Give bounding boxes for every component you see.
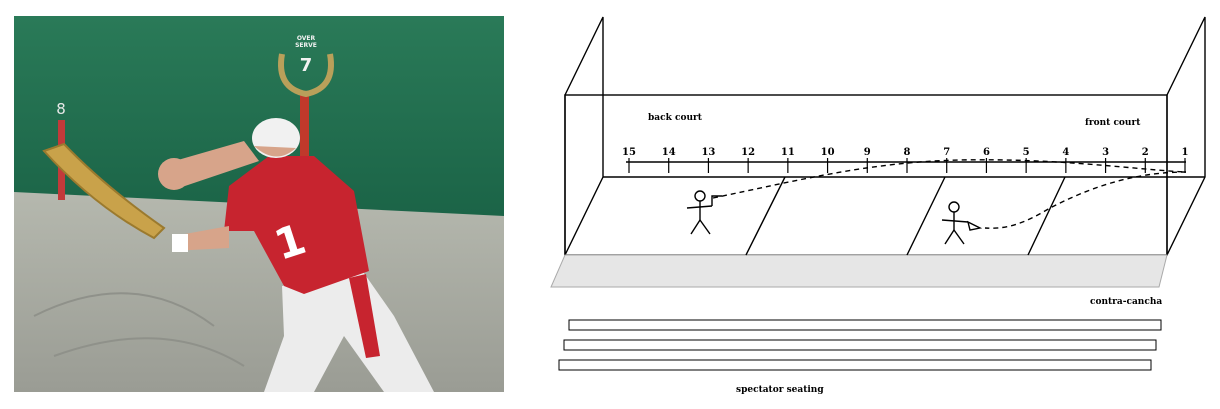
- court-number-label: 10: [821, 147, 835, 158]
- court-number-label: 7: [943, 147, 950, 158]
- court-number-label: 8: [904, 147, 911, 158]
- court-right-wall: [1166, 16, 1206, 256]
- court-number-label: 3: [1102, 147, 1109, 158]
- court-number-label: 9: [864, 147, 871, 158]
- court-number-label: 14: [662, 147, 676, 158]
- court-number-ticks: 15 14 13 12 11 10 9 8 7 6 5 4 3 2 1: [622, 147, 1188, 173]
- cesta: [42, 142, 166, 240]
- court-left-wall: [564, 16, 604, 256]
- serve-badge-sub-text: SERVE: [295, 42, 317, 49]
- ball-trajectory-return: [984, 171, 1187, 229]
- label-spectator-seating: spectator seating: [736, 385, 824, 395]
- player-pants: [264, 266, 434, 392]
- serve-badge-number: 7: [300, 55, 313, 76]
- zone-line: [745, 176, 786, 256]
- post-left-number: 8: [56, 100, 66, 118]
- seating-row: [568, 319, 1162, 331]
- court-number-label: 11: [781, 147, 795, 158]
- court-number-label: 12: [741, 147, 755, 158]
- court-number-label: 13: [701, 147, 715, 158]
- player-photo: 8 OVER SERVE 7 1: [14, 16, 504, 392]
- zone-line: [1027, 176, 1066, 256]
- seating-row: [563, 339, 1157, 351]
- seating-row: [558, 359, 1152, 371]
- label-front-court: front court: [1085, 118, 1141, 128]
- contra-cancha-strip: [550, 254, 1168, 288]
- player-figure-back: [686, 190, 722, 235]
- court-number-label: 2: [1142, 147, 1149, 158]
- court-number-label: 5: [1023, 147, 1030, 158]
- court-number-label: 4: [1062, 147, 1069, 158]
- zone-line: [906, 176, 946, 256]
- ball-trajectory: [712, 159, 1187, 199]
- serve-badge-top-text: OVER: [297, 35, 316, 42]
- court-diagram: 15 14 13 12 11 10 9 8 7 6 5 4 3 2 1 back court front c…: [550, 16, 1206, 395]
- serve-badge: OVER SERVE 7: [278, 35, 334, 98]
- court-number-label: 1: [1182, 147, 1189, 158]
- label-back-court: back court: [648, 113, 703, 123]
- player-figure-front: [941, 201, 983, 245]
- label-contra-cancha: contra-cancha: [1090, 297, 1162, 307]
- court-number-label: 15: [622, 147, 636, 158]
- player-jersey: [224, 156, 369, 294]
- court-number-label: 6: [983, 147, 990, 158]
